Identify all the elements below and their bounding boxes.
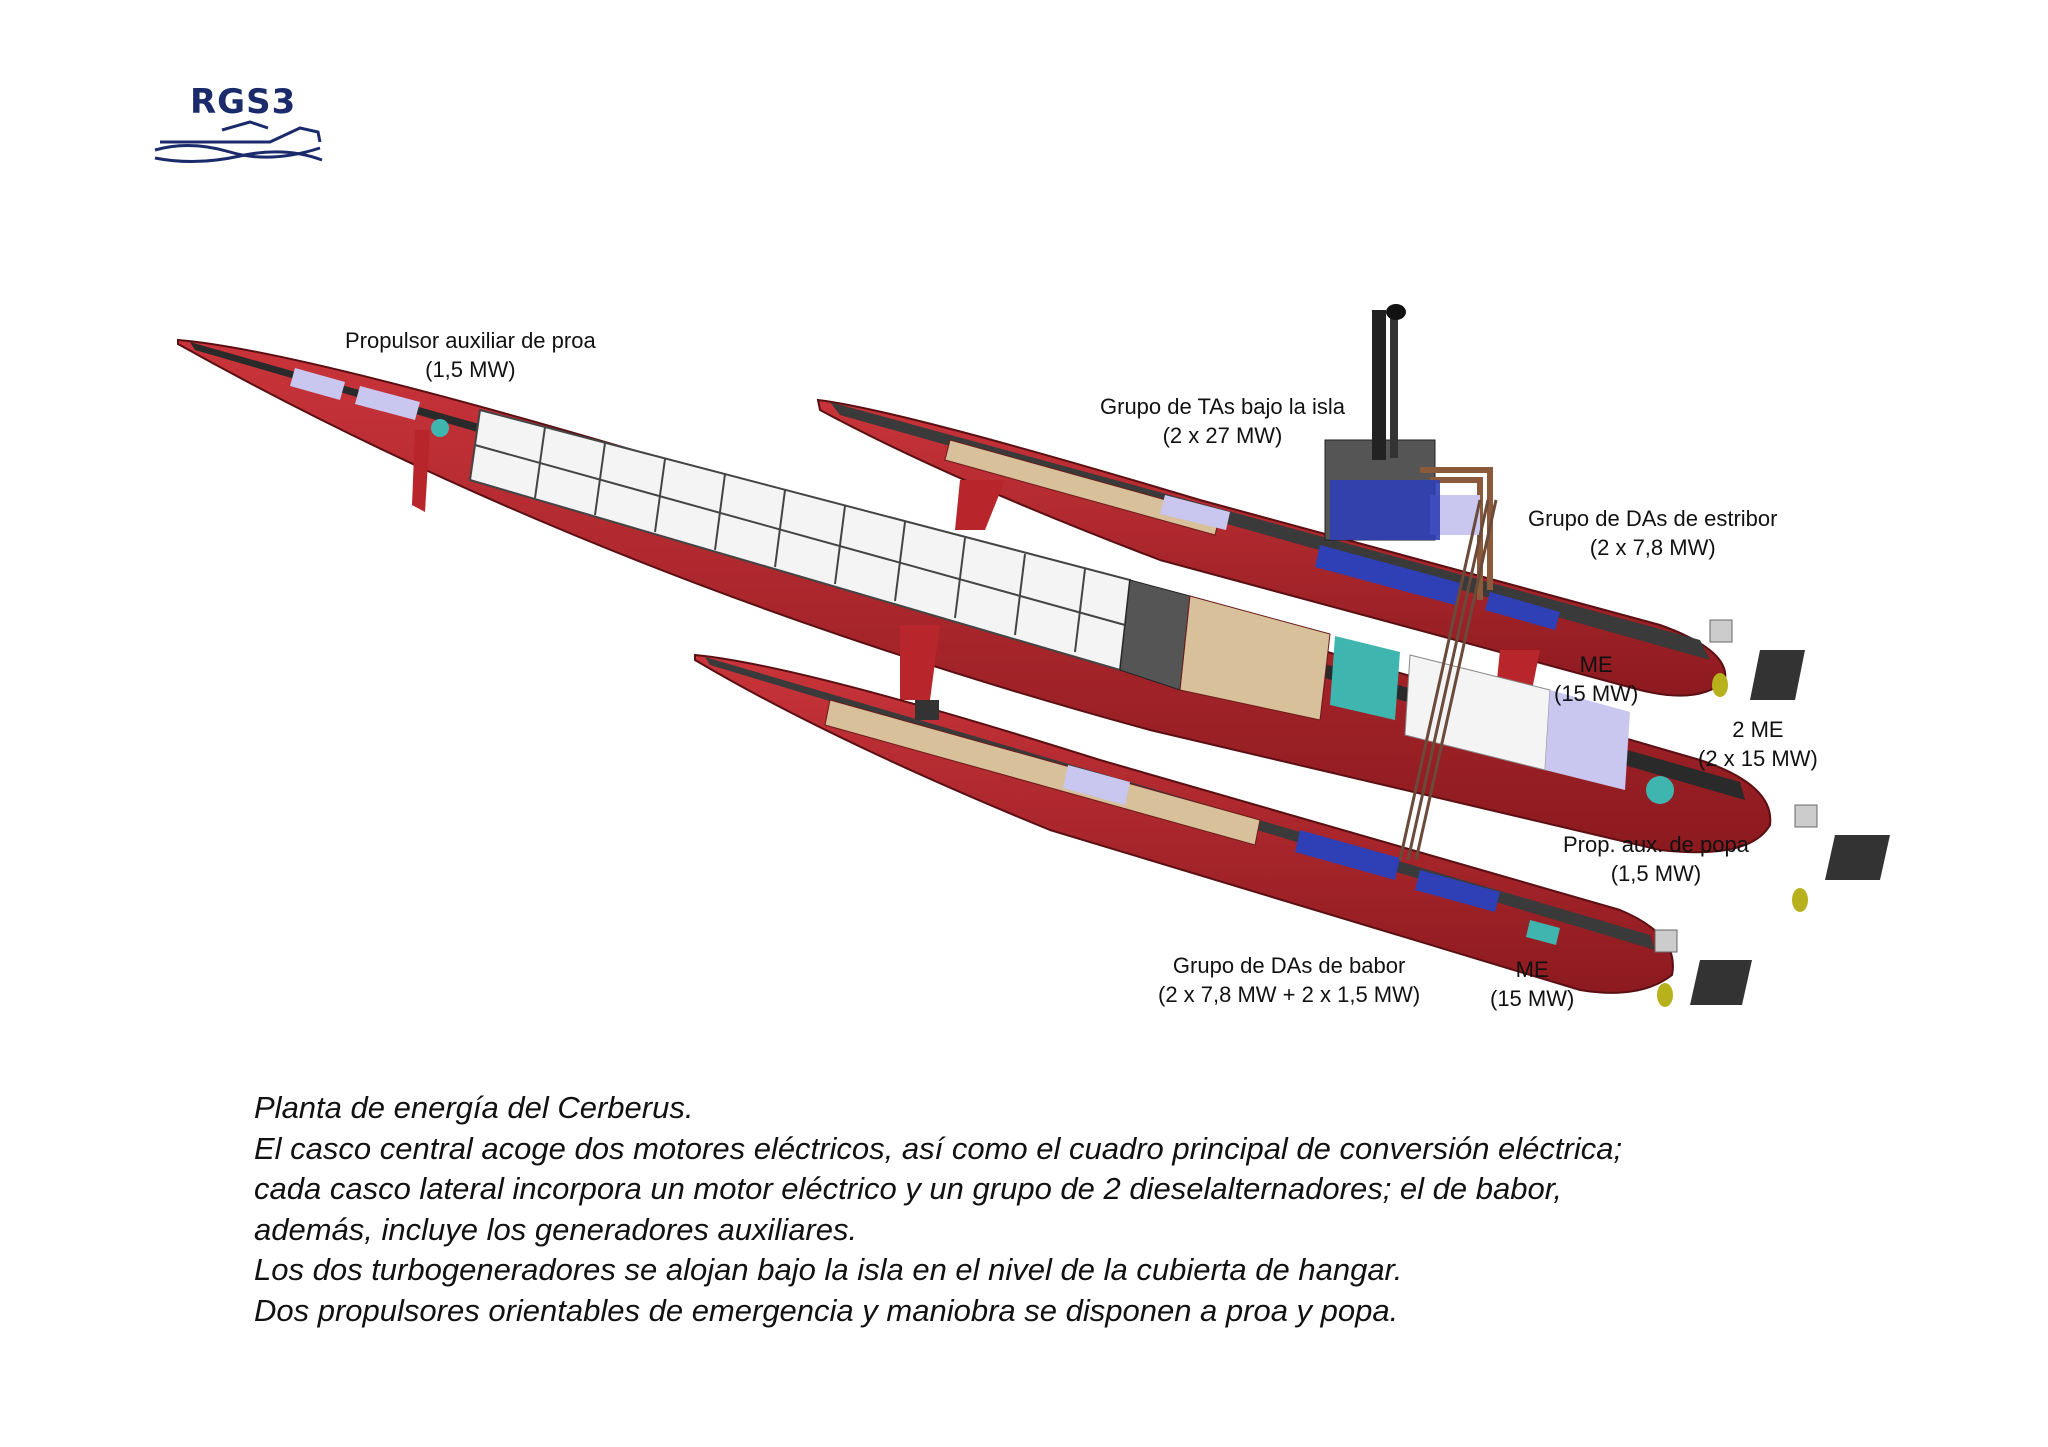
stern-thruster-label: Prop. aux. de popa (1,5 MW) [1563,832,1749,886]
cable-bundle [1398,499,1498,861]
caption-line: además, incluye los generadores auxiliar… [254,1211,858,1247]
rgs3-logo: RGS3 [150,80,340,170]
stern-pods [1654,619,1890,1007]
bow-thruster-label: Propulsor auxiliar de proa (1,5 MW) [345,328,596,382]
turbo-group-label: Grupo de TAs bajo la isla (2 x 27 MW) [1100,394,1345,448]
port-da-label: Grupo de DAs de babor (2 x 7,8 MW + 2 x … [1158,953,1421,1007]
ship-wave-logo-icon [154,120,323,164]
me-starboard-label: ME (15 MW) [1554,652,1639,706]
exhaust-stack [1324,304,1493,600]
caption-line: El casco central acoge dos motores eléct… [254,1130,1623,1166]
starboard-da-label: Grupo de DAs de estribor (2 x 7,8 MW) [1528,506,1778,560]
caption: Planta de energía del Cerberus. El casco… [254,1088,1954,1332]
central-hull [177,338,1772,854]
me-port-label: ME (15 MW) [1490,957,1575,1011]
starboard-hull [816,398,1727,697]
power-plant-diagram [177,304,1890,1007]
caption-line: Los dos turbogeneradores se alojan bajo … [254,1252,1403,1288]
logo-text: RGS3 [190,82,297,122]
me-center-label: 2 ME (2 x 15 MW) [1698,717,1818,771]
caption-line: Planta de energía del Cerberus. [254,1090,694,1125]
caption-line: cada casco lateral incorpora un motor el… [254,1171,1562,1207]
caption-line: Dos propulsores orientables de emergenci… [254,1292,1399,1328]
port-hull [694,653,1674,994]
